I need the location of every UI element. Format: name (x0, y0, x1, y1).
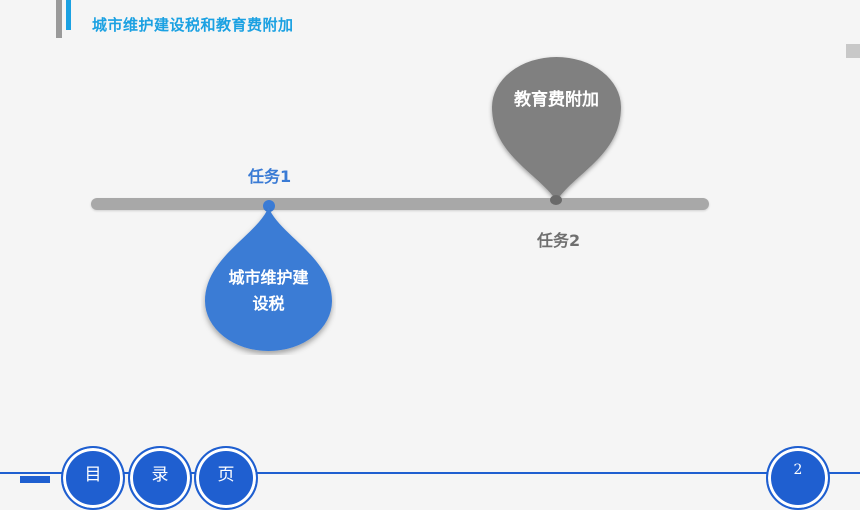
timeline-bar (91, 198, 709, 210)
nav-button-ye-label: 页 (217, 465, 235, 485)
task-2-bubble-text: 教育费附加 (514, 90, 599, 110)
nav-button-mu-label: 目 (84, 465, 102, 485)
header-accent-bar-blue (66, 0, 71, 30)
task-2-drop-shape (492, 57, 621, 201)
timeline-node-2 (550, 195, 562, 205)
footer-tab (20, 476, 50, 483)
task-1-bubble: 城市维护建设税 (201, 205, 336, 355)
timeline-node-1 (263, 200, 275, 212)
task-2-label: 任务2 (537, 231, 581, 250)
header-accent-bar-gray (56, 0, 62, 38)
nav-button-lu[interactable]: 录 (128, 446, 192, 510)
task-1-bubble-text: 城市维护建设税 (228, 268, 309, 313)
nav-button-mu[interactable]: 目 (61, 446, 125, 510)
footer-line (0, 472, 860, 474)
task-1-drop-shape (205, 207, 332, 351)
nav-button-ye[interactable]: 页 (194, 446, 258, 510)
task-2-bubble: 教育费附加 (488, 55, 625, 207)
nav-button-lu-label: 录 (151, 465, 169, 485)
task-1-label: 任务1 (248, 167, 292, 186)
slide-title: 城市维护建设税和教育费附加 (92, 16, 294, 34)
corner-square (846, 44, 860, 58)
page-number-text: 2 (793, 462, 803, 478)
page-number-badge[interactable]: 2 (766, 446, 830, 510)
